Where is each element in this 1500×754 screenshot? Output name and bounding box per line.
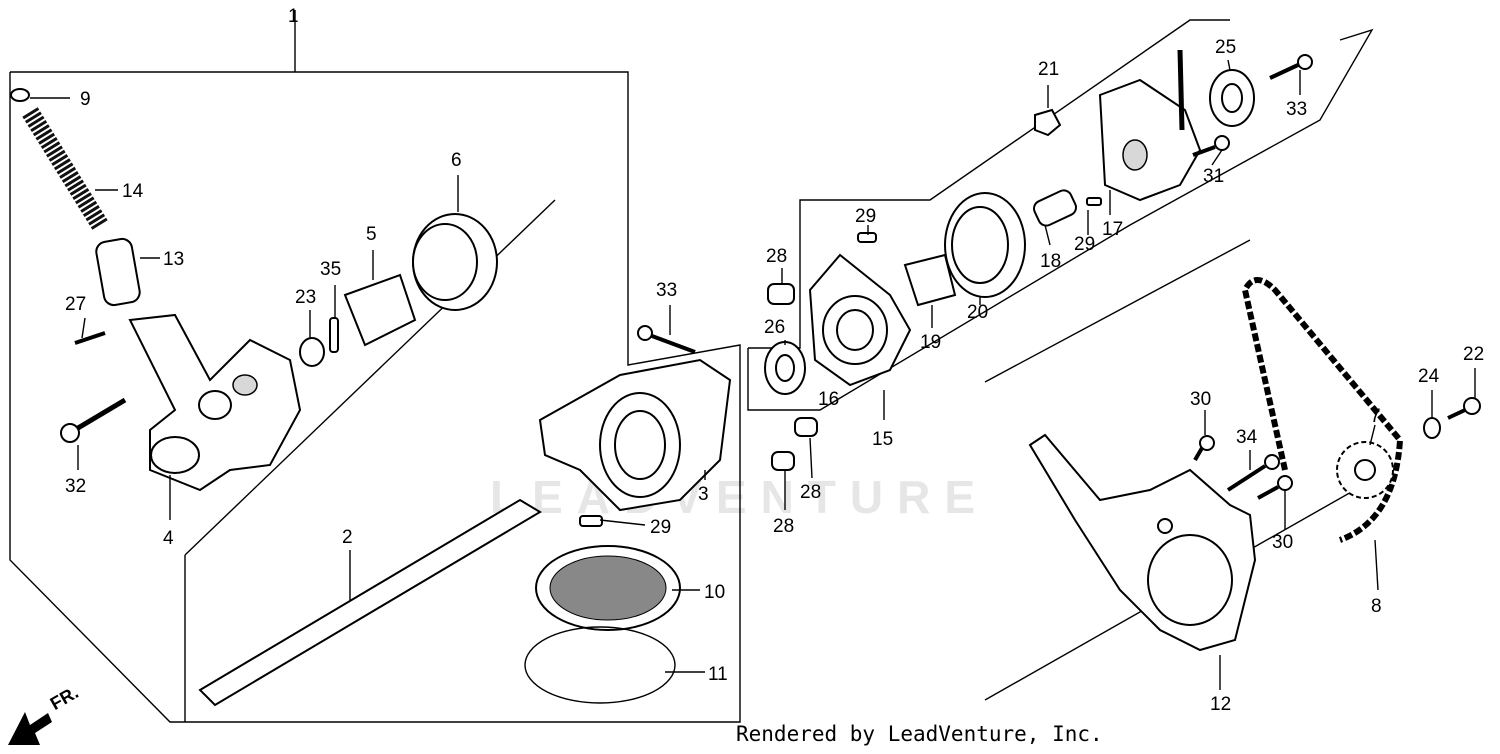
part-22-bolt [1447, 397, 1481, 420]
callout-29-b: 29 [1074, 234, 1095, 255]
callout-16: 16 [818, 389, 839, 410]
callout-29-c: 29 [650, 517, 671, 538]
callout-26: 26 [764, 317, 785, 338]
part-13-sleeve [95, 237, 141, 307]
callout-35: 35 [320, 259, 341, 280]
part-28-dowel-c [771, 451, 795, 471]
callout-9: 9 [80, 89, 91, 110]
callout-8: 8 [1371, 596, 1382, 617]
callout-5: 5 [366, 224, 377, 245]
leader-lines [30, 59, 1476, 690]
front-arrow-icon [8, 712, 52, 745]
part-20-outer-rotor [944, 192, 1026, 298]
callout-1: 1 [288, 6, 299, 27]
callout-3: 3 [698, 484, 709, 505]
part-21-nut [1034, 108, 1062, 137]
callout-13: 13 [163, 249, 184, 270]
callout-4: 4 [163, 528, 174, 549]
callout-28-b: 28 [800, 482, 821, 503]
part-3-body [538, 358, 732, 512]
callout-22: 22 [1463, 344, 1484, 365]
part-30-bolt-upper [1193, 435, 1215, 462]
callout-24: 24 [1418, 366, 1440, 387]
callout-28-d: 28 [1000, 684, 1021, 705]
part-2-shaft [198, 498, 542, 707]
callout-30-b: 30 [1272, 532, 1293, 553]
part-34-bolt [1226, 454, 1280, 492]
callout-17: 17 [1102, 219, 1123, 240]
part-16-pump-body [808, 253, 912, 387]
callout-25: 25 [1215, 37, 1236, 58]
part-8-chain [1241, 277, 1404, 543]
callout-15: 15 [872, 429, 893, 450]
part-9-cap [10, 88, 30, 102]
part-29-pin-upper [857, 232, 877, 243]
render-credit: Rendered by LeadVenture, Inc. [736, 722, 1103, 746]
part-27-pin [74, 331, 106, 345]
callout-6: 6 [451, 150, 462, 171]
part-29-pin-lower [579, 515, 603, 527]
callout-21: 21 [1038, 59, 1059, 80]
callout-14: 14 [122, 181, 144, 202]
callout-28-a: 28 [766, 246, 787, 267]
callout-28-c: 28 [773, 516, 794, 537]
part-32-bolt [60, 397, 127, 443]
part-28-dowel-b [794, 417, 818, 437]
part-29-pin-right [1086, 197, 1102, 206]
part-10-strainer [535, 545, 681, 631]
part-26-seal [764, 341, 806, 395]
part-25-bearing [1209, 69, 1255, 127]
callout-30-a: 30 [1190, 389, 1211, 410]
part-11-circlip [524, 626, 676, 704]
callout-2: 2 [342, 527, 353, 548]
callout-33-b: 33 [1286, 99, 1307, 120]
part-24-washer [1423, 417, 1441, 439]
callout-7: 7 [1370, 406, 1381, 427]
callout-32: 32 [65, 476, 86, 497]
callout-12: 12 [1210, 694, 1231, 715]
part-7-sprocket [1336, 441, 1394, 499]
callout-11: 11 [708, 664, 728, 685]
part-28-dowel-a [767, 283, 795, 305]
callout-31: 31 [1203, 166, 1224, 187]
watermark: LEADVENTURE [490, 471, 990, 523]
callout-33-a: 33 [656, 280, 677, 301]
part-14-spring [22, 107, 108, 230]
part-35-pin [329, 317, 339, 353]
callout-34: 34 [1236, 427, 1258, 448]
callout-23: 23 [295, 287, 316, 308]
part-17-cover [1098, 49, 1202, 202]
callout-20: 20 [967, 302, 988, 323]
part-12-chain-cover [1028, 433, 1257, 652]
part-33-bolt-right [1269, 54, 1313, 80]
part-33-bolt-left [637, 325, 696, 354]
part-19-inner-rotor [903, 253, 957, 307]
callout-19: 19 [920, 332, 941, 353]
part-6-outer-rotor [412, 213, 498, 311]
part-4-housing [128, 313, 302, 492]
callout-18: 18 [1040, 251, 1061, 272]
callout-29-a: 29 [855, 206, 876, 227]
part-5-inner-rotor [343, 273, 417, 347]
callout-labels: 1 2 3 4 5 6 7 8 9 10 11 12 13 14 15 16 1… [65, 6, 1484, 715]
part-30-bolt-lower [1257, 475, 1293, 500]
part-18-shaft [1033, 189, 1077, 227]
callout-10: 10 [704, 582, 725, 603]
callout-27: 27 [65, 294, 86, 315]
part-23-ring [299, 337, 325, 367]
